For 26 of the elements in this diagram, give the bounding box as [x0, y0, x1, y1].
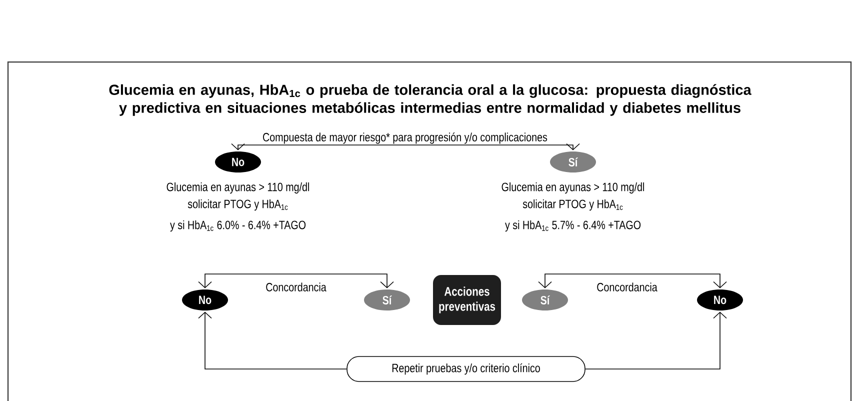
label-text: Concordancia — [266, 282, 326, 292]
answer-oval: Sí — [364, 290, 410, 310]
body-text: y si HbA$_{1c}$ 6.0% - 6.4% +TAGO — [170, 220, 306, 232]
answer-oval: No — [697, 290, 743, 310]
answer-oval: No — [182, 290, 228, 310]
answer-oval: Sí — [550, 152, 596, 172]
body-text: Glucemia en ayunas > 110 mg/dl — [502, 182, 644, 194]
answer-oval: Sí — [522, 290, 568, 310]
title: Glucemia en ayunas, HbA$_{1c}$ o prueba de tolerancia oral a la glucosa: propuesta diagnóstica y predictiva en situaciones metabólicas intermedias entre normalidad y diabetes mellitus — [109, 84, 752, 116]
question-text: Compuesta de mayor riesgo* para progresión y/o complicaciones — [263, 132, 548, 144]
arrow — [231, 143, 406, 150]
arrow — [198, 312, 347, 370]
body-text: solicitar PTOG y HbA$_{1c}$ — [188, 199, 288, 211]
arrow — [626, 274, 727, 288]
action-box: Acciones preventivas — [433, 275, 501, 325]
body-text: Glucemia en ayunas > 110 mg/dl — [166, 182, 309, 194]
arrow — [198, 274, 296, 288]
arrow — [404, 143, 580, 150]
answer-oval: No — [215, 152, 261, 172]
body-text: y si HbA$_{1c}$ 5.7% - 6.4% +TAGO — [505, 220, 641, 232]
body-text: solicitar PTOG y HbA$_{1c}$ — [522, 199, 623, 211]
arrow — [538, 274, 628, 288]
arrow — [296, 274, 394, 288]
rounded-box: Repetir pruebas y/o criterio clínico — [346, 356, 586, 382]
label-text: Concordancia — [597, 282, 658, 292]
arrow — [585, 312, 727, 370]
